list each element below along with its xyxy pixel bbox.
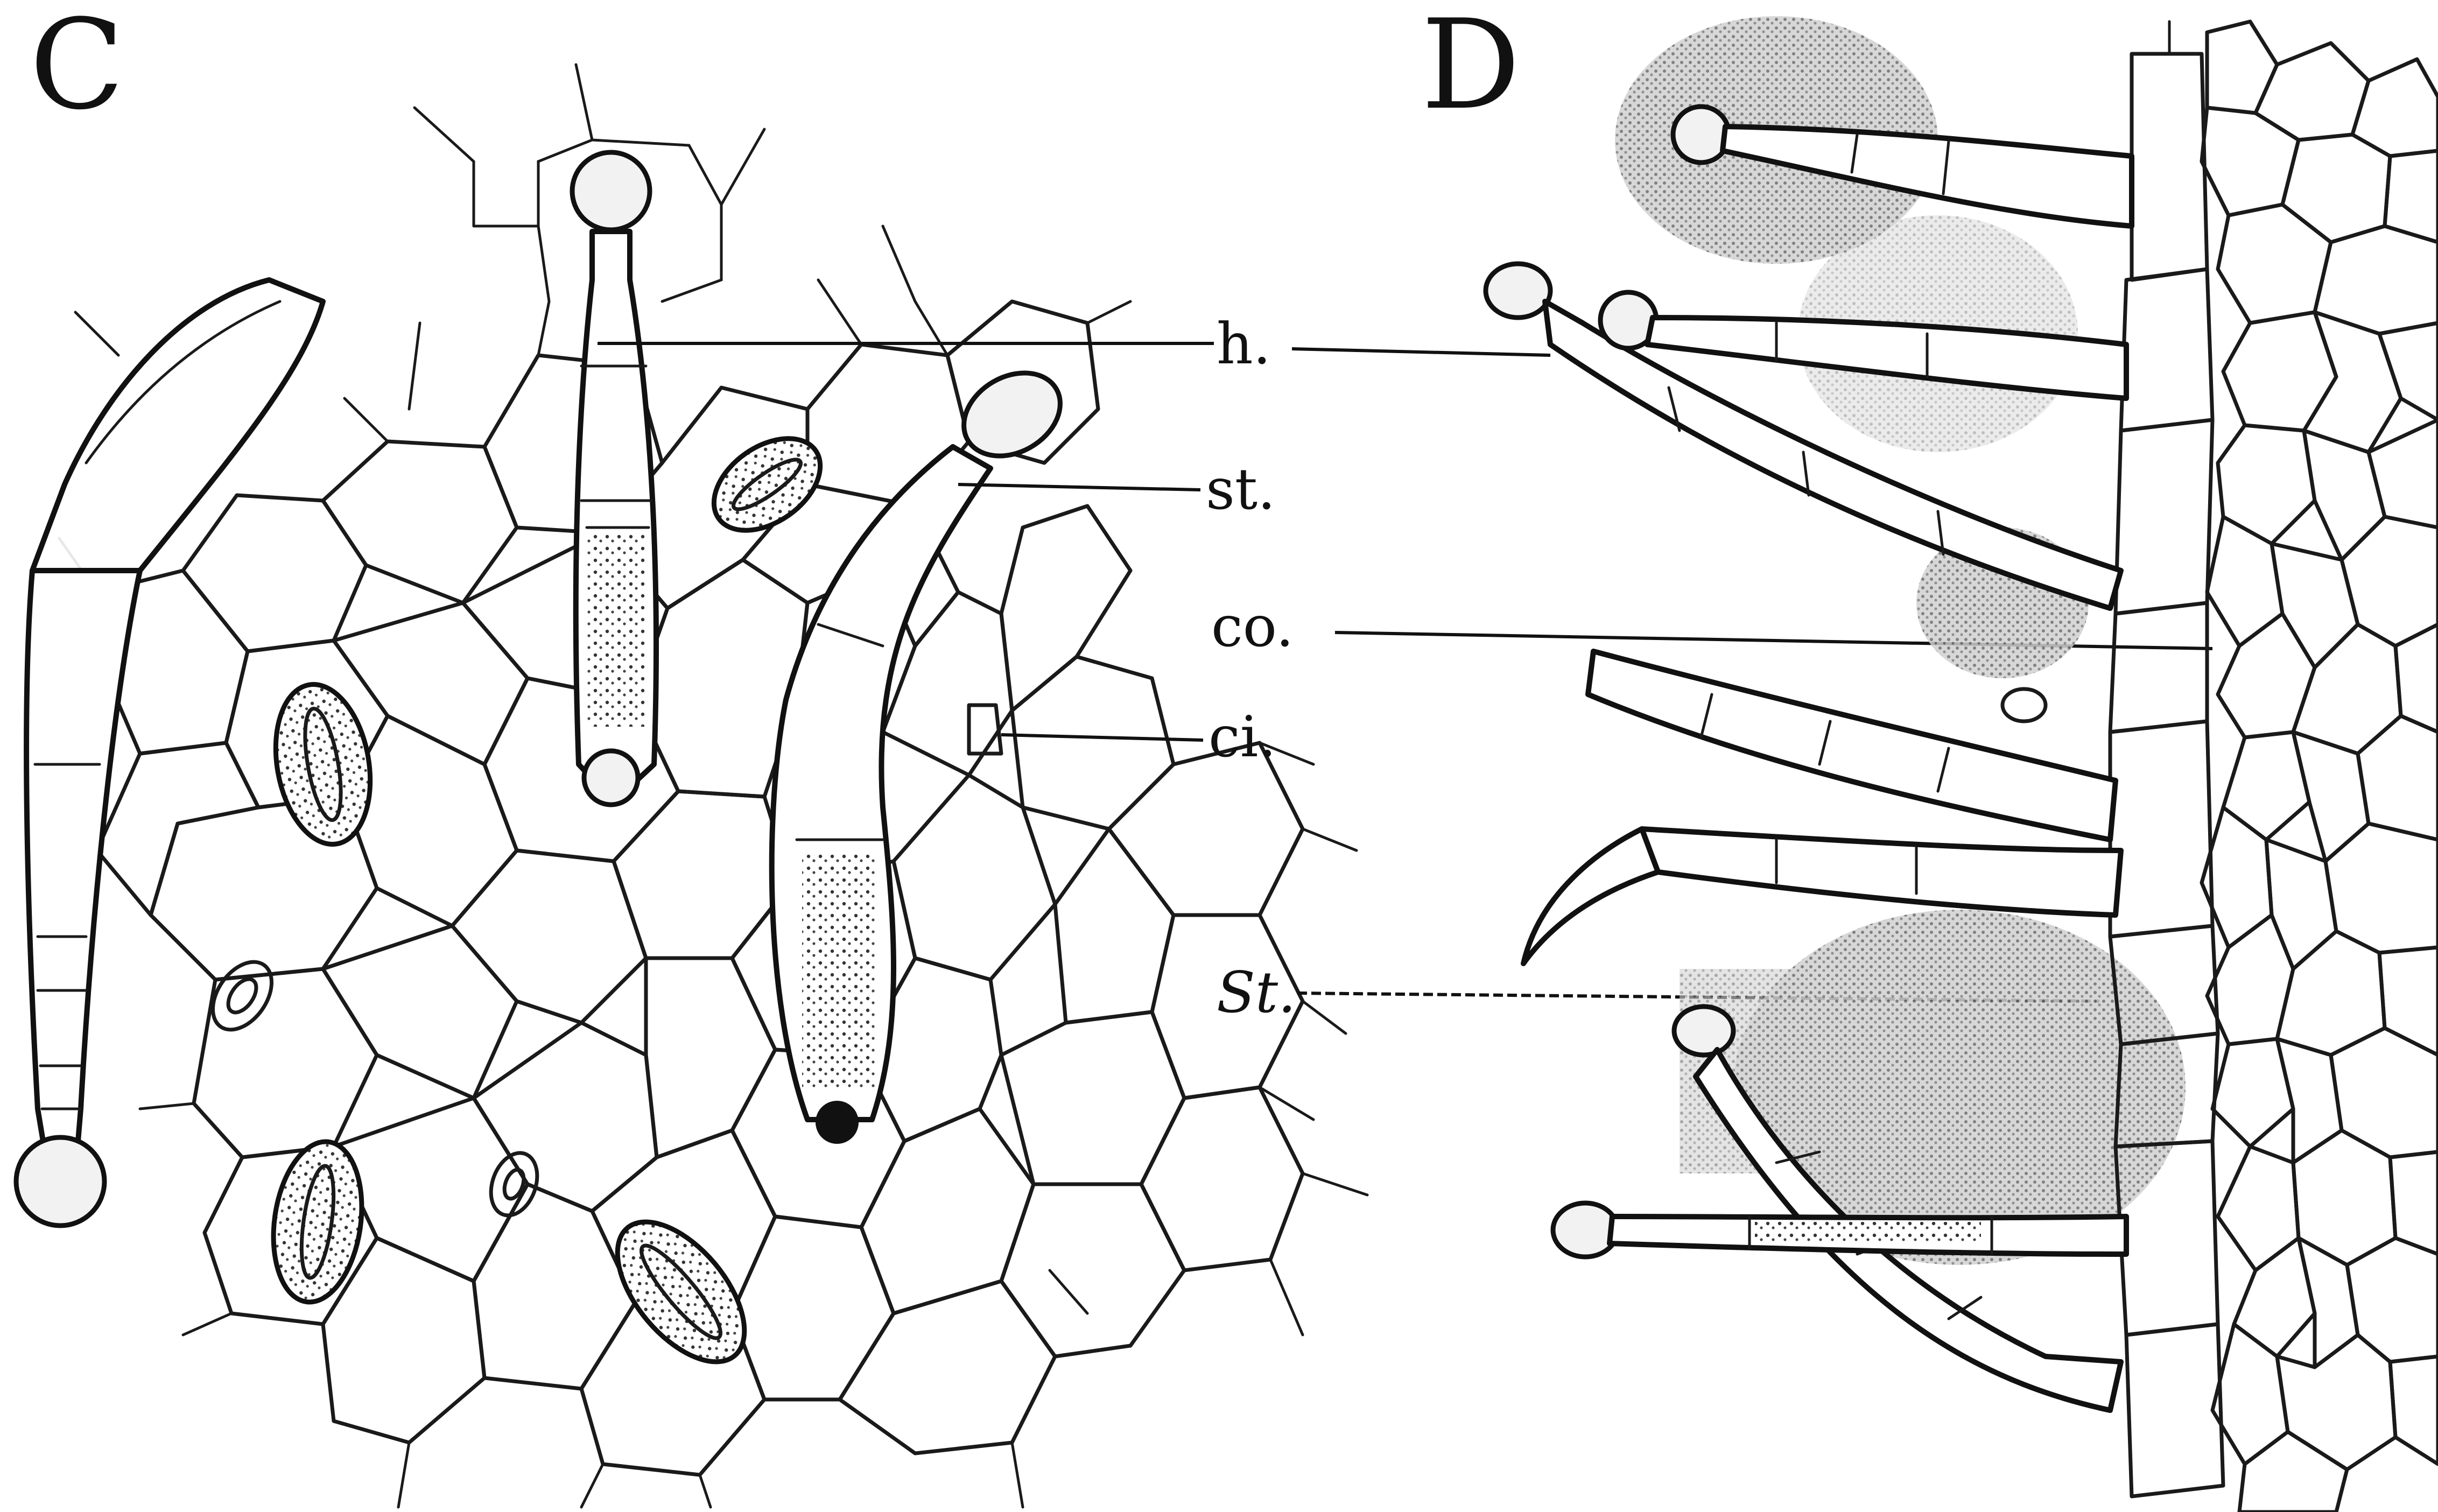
annotation-st-lower: St. <box>1217 960 1296 1025</box>
annotation-h: h. <box>1217 311 1271 377</box>
glandular-hair <box>1642 829 2121 915</box>
annotation-st-upper: st. <box>1206 456 1275 522</box>
cortex-cells <box>2202 22 2438 1512</box>
glandular-hair-head <box>1486 264 1550 318</box>
panel-label-c: C <box>30 0 124 137</box>
leader-line-ci <box>1001 735 1203 740</box>
stoma <box>264 677 382 852</box>
panel-d: D <box>1421 0 2438 1512</box>
epidermis-column <box>2110 22 2223 1496</box>
leader-line-co <box>1335 632 2212 649</box>
glandular-hair-head <box>1673 107 1729 163</box>
glandular-hair-head <box>1674 1007 1733 1055</box>
glandular-hair <box>26 571 140 1141</box>
glandular-hair <box>1588 651 2116 840</box>
stomata-group <box>201 420 837 1384</box>
annotation-co: co. <box>1211 594 1294 659</box>
cuticular-ring <box>201 951 284 1040</box>
glandular-hair-head <box>572 152 650 230</box>
panel-c: C <box>16 0 1367 1507</box>
panel-label-d: D <box>1421 0 1520 137</box>
glandular-hair-head <box>1553 1203 1618 1257</box>
annotation-ci: ci. <box>1209 704 1276 770</box>
leader-line-st-upper <box>958 484 1200 490</box>
stoma <box>264 1136 371 1307</box>
